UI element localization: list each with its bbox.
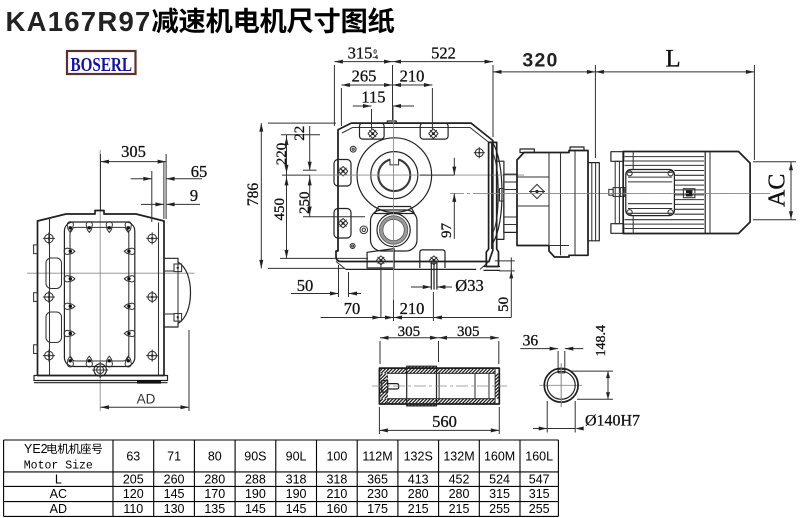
svg-text:KA167R97: KA167R97 [6, 6, 152, 37]
svg-text:65: 65 [191, 162, 208, 181]
svg-text:220: 220 [274, 143, 290, 166]
svg-text:AC: AC [765, 174, 791, 207]
svg-text:90L: 90L [286, 450, 307, 464]
svg-text:190: 190 [245, 487, 266, 501]
svg-text:70: 70 [344, 299, 361, 318]
svg-text:547: 547 [529, 472, 550, 486]
svg-text:315: 315 [489, 487, 510, 501]
svg-text:170: 170 [204, 487, 225, 501]
svg-text:110: 110 [123, 502, 143, 516]
svg-text:AD: AD [50, 502, 67, 516]
svg-text:265: 265 [352, 67, 377, 86]
svg-text:318: 318 [286, 472, 307, 486]
svg-text:522: 522 [431, 44, 456, 63]
svg-text:305: 305 [398, 324, 421, 340]
svg-text:Ø140H7: Ø140H7 [585, 413, 640, 430]
svg-text:190: 190 [286, 487, 307, 501]
svg-text:YE2: YE2 [24, 442, 48, 456]
svg-text:205: 205 [123, 472, 144, 486]
svg-text:112M: 112M [362, 450, 392, 464]
svg-text:250: 250 [297, 191, 313, 214]
svg-text:160: 160 [326, 502, 347, 516]
svg-text:0: 0 [374, 49, 377, 56]
svg-text:50: 50 [297, 276, 314, 295]
svg-text:260: 260 [164, 472, 185, 486]
svg-text:255: 255 [529, 502, 550, 516]
svg-text:318: 318 [326, 472, 347, 486]
svg-text:71: 71 [167, 450, 181, 464]
svg-text:315: 315 [529, 487, 550, 501]
svg-text:L: L [665, 46, 680, 73]
svg-text:9: 9 [190, 186, 198, 205]
svg-text:145: 145 [164, 487, 185, 501]
svg-text:450: 450 [272, 198, 288, 221]
svg-text:120: 120 [123, 487, 144, 501]
svg-text:305: 305 [121, 142, 146, 161]
svg-text:132S: 132S [404, 450, 433, 464]
svg-text:560: 560 [432, 412, 457, 431]
svg-text:413: 413 [408, 472, 429, 486]
svg-text:BOSERL: BOSERL [71, 54, 133, 76]
svg-text:215: 215 [408, 502, 429, 516]
svg-text:210: 210 [400, 299, 425, 318]
svg-text:786: 786 [245, 183, 262, 207]
svg-text:315: 315 [348, 44, 373, 63]
svg-text:100: 100 [326, 450, 347, 464]
svg-text:97: 97 [439, 223, 455, 239]
svg-text:288: 288 [245, 472, 266, 486]
svg-text:Ø33: Ø33 [455, 276, 483, 295]
svg-text:160M: 160M [484, 450, 515, 464]
svg-text:175: 175 [367, 502, 388, 516]
svg-text:AC: AC [50, 487, 67, 501]
svg-text:365: 365 [367, 472, 388, 486]
svg-text:135: 135 [204, 502, 225, 516]
svg-text:255: 255 [489, 502, 510, 516]
svg-text:130: 130 [164, 502, 185, 516]
svg-text:280: 280 [449, 487, 470, 501]
svg-text:230: 230 [367, 487, 388, 501]
svg-text:63: 63 [126, 450, 140, 464]
svg-text:160L: 160L [525, 450, 553, 464]
svg-text:36: 36 [523, 333, 539, 350]
svg-text:210: 210 [400, 67, 425, 86]
svg-text:AD: AD [137, 392, 156, 407]
svg-text:452: 452 [449, 472, 470, 486]
svg-text:115: 115 [361, 88, 385, 107]
svg-text:22: 22 [292, 126, 308, 141]
svg-text:280: 280 [408, 487, 429, 501]
svg-text:-4: -4 [373, 54, 379, 61]
svg-text:215: 215 [449, 502, 470, 516]
svg-text:90S: 90S [244, 450, 266, 464]
svg-text:132M: 132M [443, 450, 474, 464]
svg-text:280: 280 [204, 472, 225, 486]
svg-text:305: 305 [457, 324, 480, 340]
svg-text:L: L [55, 472, 62, 486]
svg-text:145: 145 [245, 502, 266, 516]
svg-text:Motor Size: Motor Size [24, 459, 93, 472]
svg-text:210: 210 [326, 487, 347, 501]
svg-text:148.4: 148.4 [594, 325, 609, 357]
svg-text:50: 50 [496, 297, 512, 312]
svg-text:320: 320 [522, 50, 558, 72]
svg-text:80: 80 [208, 450, 222, 464]
svg-text:145: 145 [286, 502, 307, 516]
svg-text:524: 524 [489, 472, 510, 486]
